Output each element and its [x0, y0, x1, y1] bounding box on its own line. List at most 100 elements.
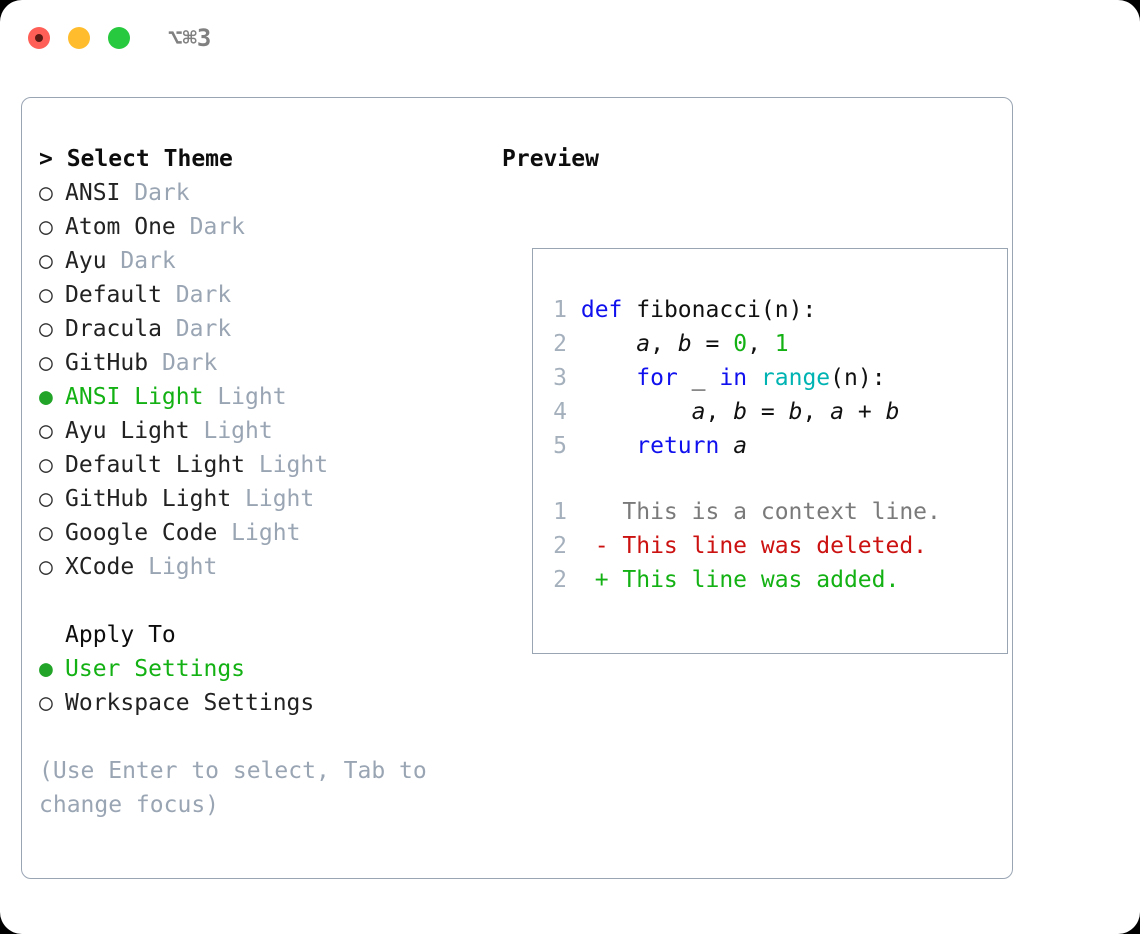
theme-variant: Dark: [106, 248, 176, 274]
theme-list-item[interactable]: ○GitHub Dark: [39, 346, 479, 380]
code-token: return: [636, 433, 720, 459]
theme-list-item[interactable]: ○ANSI Dark: [39, 176, 479, 210]
radio-unselected-icon: ○: [39, 316, 53, 342]
diff-text: - This line was deleted.: [567, 533, 928, 559]
code-token: (n):: [830, 365, 886, 391]
radio-selected-icon: ●: [39, 656, 53, 682]
code-line: 1 def fibonacci(n):: [543, 293, 1003, 327]
diff-text: This is a context line.: [567, 499, 941, 525]
line-number: 5: [553, 433, 567, 459]
code-token: [747, 365, 761, 391]
theme-variant: Dark: [175, 214, 246, 240]
theme-name: Atom One: [65, 214, 176, 240]
diff-line: 2 - This line was deleted.: [543, 529, 1003, 563]
theme-list-item[interactable]: ○Ayu Light Light: [39, 414, 479, 448]
apply-to-label-text: Workspace Settings: [65, 690, 315, 716]
code-token: b: [885, 399, 900, 425]
line-number: 4: [553, 399, 567, 425]
code-line: 4 a, b = b, a + b: [543, 395, 1003, 429]
radio-unselected-icon: ○: [39, 452, 53, 478]
radio-unselected-icon: ○: [39, 486, 53, 512]
apply-to-option[interactable]: ● User Settings: [39, 652, 479, 686]
code-token: ,: [747, 331, 775, 357]
theme-list-item[interactable]: ○Default Light Light: [39, 448, 479, 482]
code-token: a: [830, 399, 845, 425]
radio-unselected-icon: ○: [39, 418, 53, 444]
apply-to-label-text: User Settings: [65, 656, 246, 682]
minimize-button-icon[interactable]: [68, 27, 90, 49]
line-number: 2: [553, 533, 567, 559]
theme-variant: Light: [203, 384, 287, 410]
theme-variant: Light: [134, 554, 218, 580]
code-token: ,: [650, 331, 678, 357]
theme-list-item[interactable]: ● ANSI Light Light: [39, 380, 479, 414]
theme-list-item[interactable]: ○GitHub Light Light: [39, 482, 479, 516]
radio-selected-icon: ●: [39, 384, 53, 410]
theme-variant: Dark: [120, 180, 190, 206]
code-token: [719, 433, 733, 459]
code-token: b: [677, 331, 692, 357]
page-title: > Select Theme: [39, 146, 233, 172]
code-token: ,: [705, 399, 734, 425]
code-token: range: [760, 365, 831, 391]
code-token: =: [691, 331, 734, 357]
code-line: 5 return a: [543, 429, 1003, 463]
code-line: 3 for _ in range(n):: [543, 361, 1003, 395]
code-token: [581, 433, 636, 459]
theme-name: Default: [65, 282, 162, 308]
theme-list-item[interactable]: ○Atom One Dark: [39, 210, 479, 244]
list-spacer: [39, 584, 479, 618]
radio-unselected-icon: ○: [39, 282, 53, 308]
theme-list-item[interactable]: ○XCode Light: [39, 550, 479, 584]
line-number: 3: [553, 365, 567, 391]
preview-column: Preview 1 def fibonacci(n):2 a, b = 0, 1…: [502, 142, 1008, 654]
theme-name: Dracula: [65, 316, 162, 342]
code-token: a: [733, 433, 748, 459]
code-token: in: [719, 365, 748, 391]
close-button-icon[interactable]: [28, 27, 50, 49]
diff-line: 1 This is a context line.: [543, 495, 1003, 529]
theme-name: Default Light: [65, 452, 246, 478]
theme-variant: Dark: [161, 316, 232, 342]
code-token: a: [636, 331, 651, 357]
maximize-button-icon[interactable]: [108, 27, 130, 49]
line-number: 2: [553, 331, 567, 357]
radio-unselected-icon: ○: [39, 248, 53, 274]
diff-sample: 1 This is a context line.2 - This line w…: [543, 495, 1003, 597]
code-token: [581, 331, 636, 357]
code-line: 2 a, b = 0, 1: [543, 327, 1003, 361]
theme-name: GitHub Light: [65, 486, 232, 512]
code-token: [581, 365, 636, 391]
theme-variant: Dark: [161, 282, 232, 308]
theme-variant: Dark: [148, 350, 218, 376]
code-token: [622, 297, 636, 323]
code-token: _: [677, 365, 720, 391]
line-number: 2: [553, 567, 567, 593]
code-token: b: [788, 399, 803, 425]
radio-unselected-icon: ○: [39, 350, 53, 376]
code-token: ,: [802, 399, 831, 425]
theme-list-item[interactable]: ○Google Code Light: [39, 516, 479, 550]
theme-name: XCode: [65, 554, 135, 580]
code-token: 0: [733, 331, 748, 357]
theme-picker-column: > Select Theme ○ANSI Dark○Atom One Dark○…: [39, 142, 479, 822]
theme-variant: Light: [217, 520, 301, 546]
help-text: (Use Enter to select, Tab to change focu…: [39, 758, 427, 818]
theme-list-item[interactable]: ○Ayu Dark: [39, 244, 479, 278]
code-token: =: [747, 399, 789, 425]
theme-name: Ayu Light: [65, 418, 190, 444]
code-token: b: [733, 399, 748, 425]
code-token: (n):: [760, 297, 817, 323]
code-token: for: [636, 365, 678, 391]
help-spacer: [39, 720, 479, 754]
theme-list-item[interactable]: ○ Default Dark: [39, 278, 479, 312]
radio-unselected-icon: ○: [39, 180, 53, 206]
line-number: 1: [553, 297, 567, 323]
apply-to-option[interactable]: ○Workspace Settings: [39, 686, 479, 720]
keyboard-shortcut-label: ⌥⌘3: [168, 24, 212, 52]
theme-name: ANSI Light: [65, 384, 204, 410]
theme-list-item[interactable]: ○ Dracula Dark: [39, 312, 479, 346]
theme-name: Google Code: [65, 520, 218, 546]
